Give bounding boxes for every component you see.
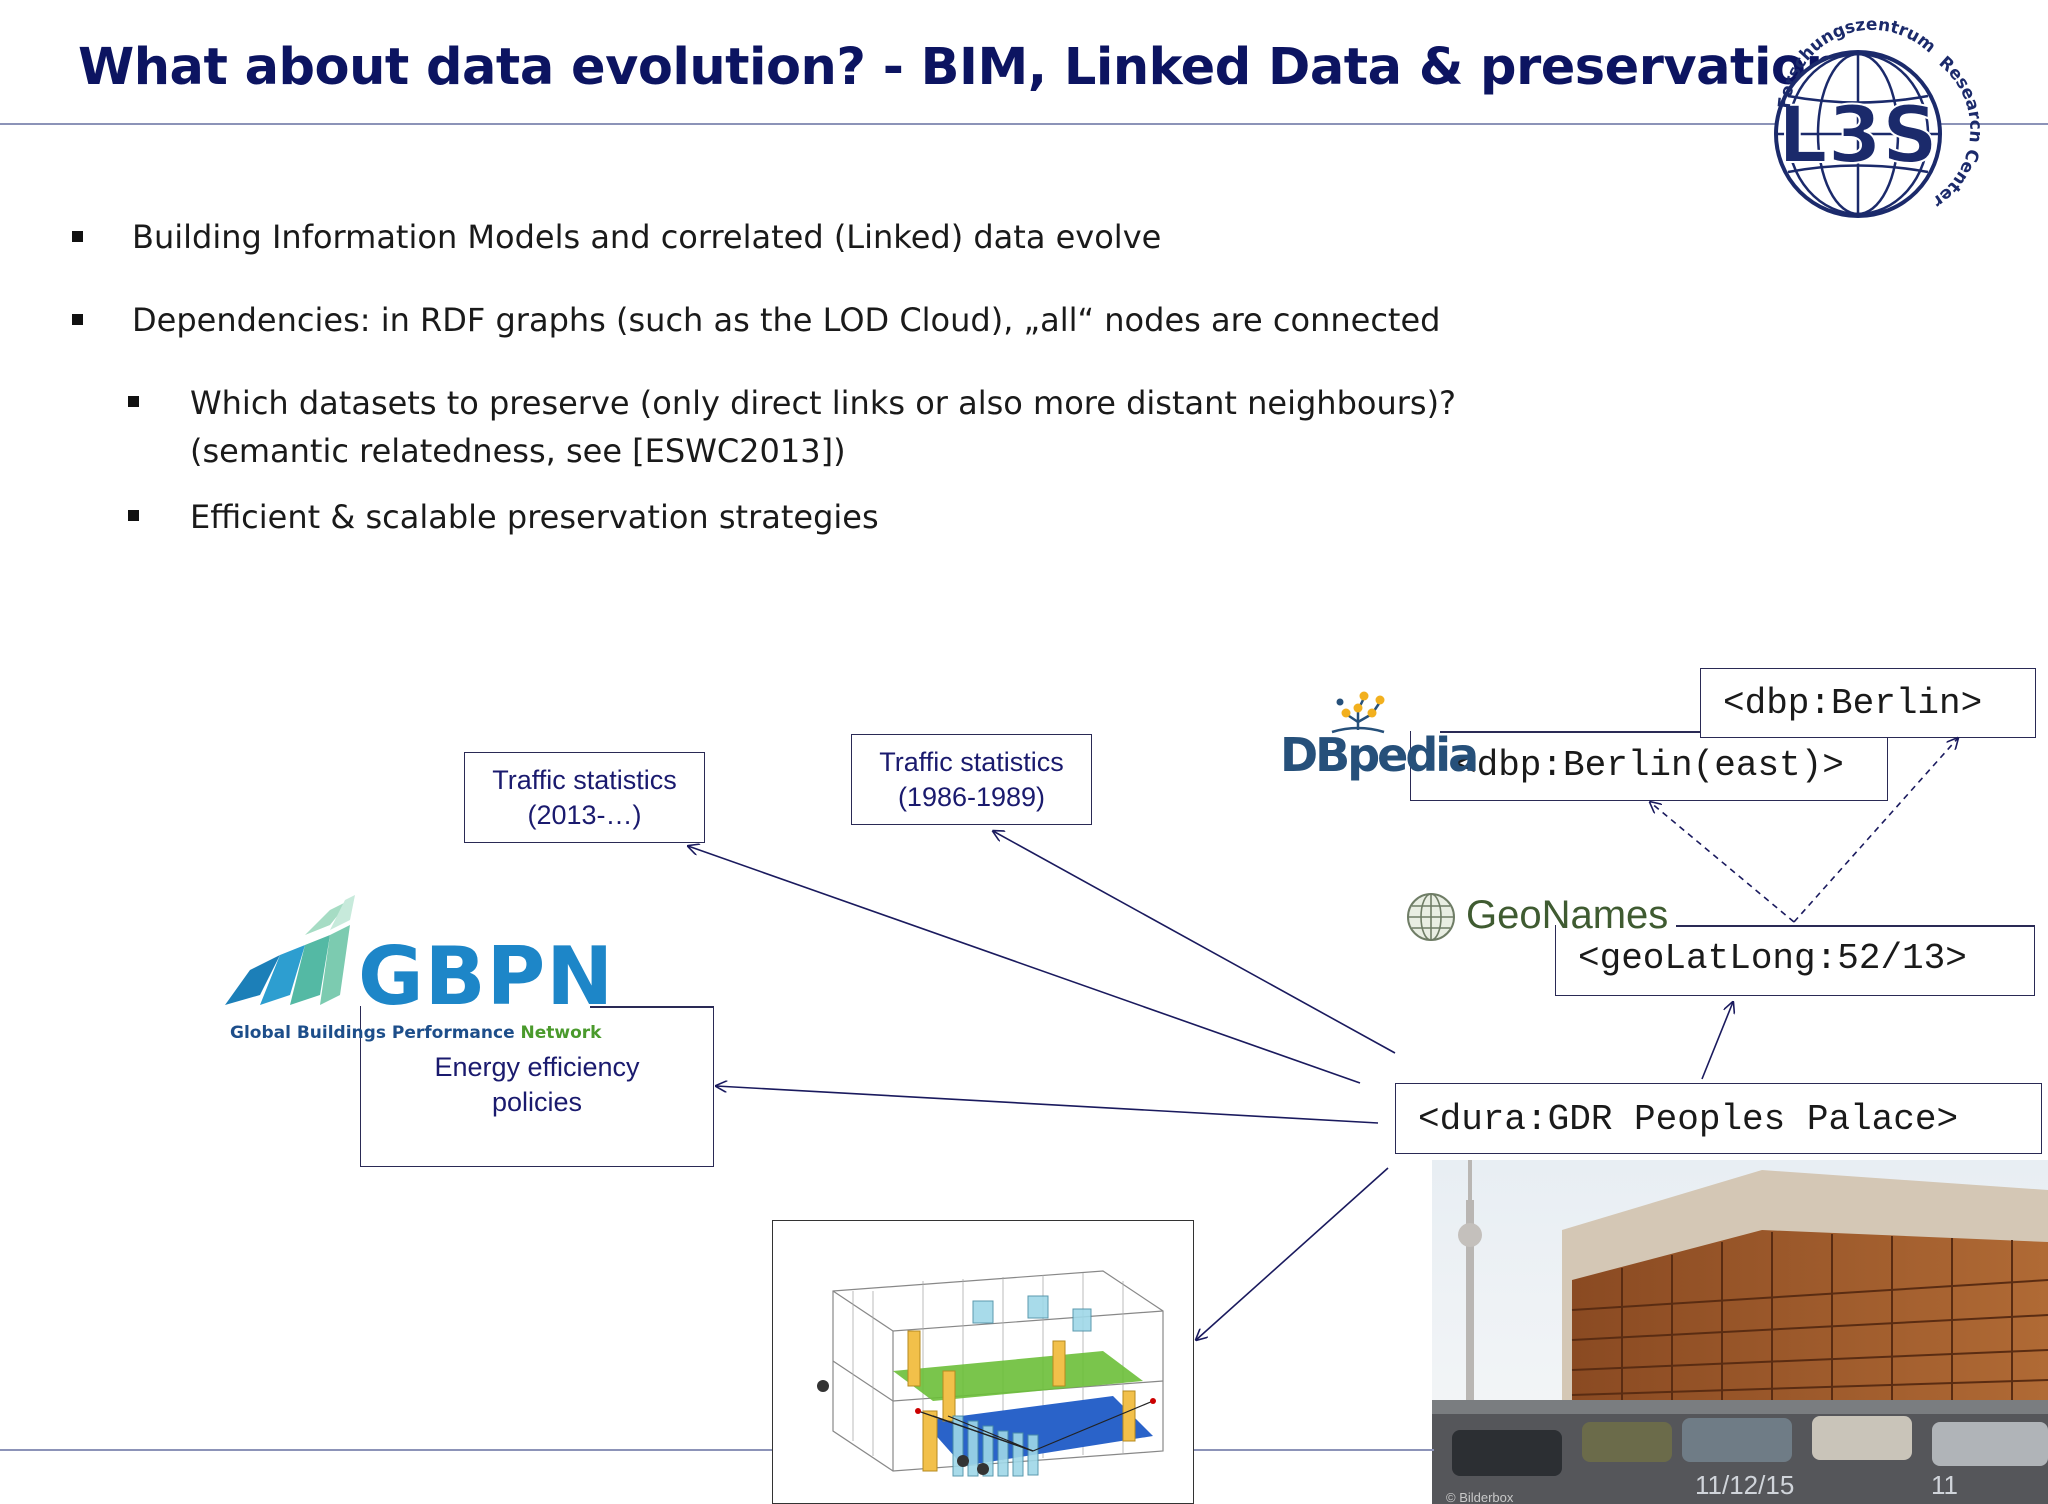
sub-bullet-2: Efficient & scalable preservation strate… xyxy=(190,498,879,536)
energy-box-top-edge xyxy=(590,1006,714,1008)
energy-efficiency-line2: policies xyxy=(491,1087,583,1117)
sub-bullet-marker xyxy=(128,396,139,407)
geo-latlong-label: <geoLatLong:52/13> xyxy=(1578,938,1967,979)
geo-latlong-top-edge xyxy=(1676,925,2035,927)
traffic-stats-2013-line2: (2013-…) xyxy=(527,800,642,830)
slide-title: What about data evolution? - BIM, Linked… xyxy=(78,38,1842,97)
dbp-berlin-east-top-edge xyxy=(1440,731,1700,733)
footer-date: 11/12/15 xyxy=(1695,1470,1795,1500)
energy-efficiency-line1: Energy efficiency xyxy=(434,1052,640,1082)
sub-bullet-1-line2: (semantic relatedness, see [ESWC2013]) xyxy=(190,432,846,470)
page-number: 11 xyxy=(1931,1470,1958,1500)
gbpn-subtitle-b: Network xyxy=(520,1023,602,1043)
photo-credit: © Bilderbox xyxy=(1446,1490,1514,1504)
sub-bullet-marker xyxy=(128,510,139,521)
geo-latlong-box: <geoLatLong:52/13> xyxy=(1555,925,2035,996)
dura-palace-box: <dura:GDR Peoples Palace> xyxy=(1395,1083,2042,1154)
gbpn-name: GBPN xyxy=(358,930,615,1023)
bullet-1: Building Information Models and correlat… xyxy=(132,218,1162,256)
dbp-berlin-label: <dbp:Berlin> xyxy=(1723,683,1983,724)
arrow-to-traffic-1986 xyxy=(993,831,1396,1054)
dbp-berlin-east-box: <dbp:Berlin(east)> xyxy=(1410,731,1888,801)
l3s-center-text: L3S xyxy=(1778,91,1938,181)
dura-palace-label: <dura:GDR Peoples Palace> xyxy=(1418,1099,1959,1140)
dbpedia-name: DBpedia xyxy=(1280,728,1479,782)
dbp-berlin-box: <dbp:Berlin> xyxy=(1700,668,2036,738)
geonames-logo: GeoNames xyxy=(1404,888,1684,948)
title-divider xyxy=(0,123,2048,125)
footer-divider xyxy=(0,1449,772,1451)
bullet-marker xyxy=(72,314,83,325)
traffic-stats-1986-box: Traffic statistics (1986-1989) xyxy=(851,734,1092,825)
sub-bullet-1-line1: Which datasets to preserve (only direct … xyxy=(190,384,1457,422)
bim-model-image xyxy=(772,1220,1194,1504)
arrow-to-energy xyxy=(716,1086,1379,1124)
bullet-2: Dependencies: in RDF graphs (such as the… xyxy=(132,301,1441,339)
traffic-stats-1986-line2: (1986-1989) xyxy=(897,782,1046,812)
traffic-stats-2013-line1: Traffic statistics xyxy=(492,765,677,795)
geonames-name: GeoNames xyxy=(1466,893,1669,937)
gbpn-logo: GBPN Global Buildings Performance Networ… xyxy=(220,895,613,1045)
arrow-to-geo-latlong xyxy=(1701,1002,1733,1080)
gbpn-subtitle: Global Buildings Performance Network xyxy=(230,1023,601,1043)
globe-icon xyxy=(1407,893,1455,941)
palace-photo xyxy=(1432,1160,2048,1504)
bullet-marker xyxy=(72,231,83,242)
arrow-to-traffic-2013 xyxy=(688,846,1361,1084)
l3s-logo: L3S Forschungszentrum Research Center xyxy=(1760,14,1985,234)
arrow-to-bim xyxy=(1196,1167,1389,1340)
dbp-berlin-east-label: <dbp:Berlin(east)> xyxy=(1455,745,1844,786)
traffic-stats-2013-box: Traffic statistics (2013-…) xyxy=(464,752,705,843)
traffic-stats-1986-line1: Traffic statistics xyxy=(879,747,1064,777)
energy-efficiency-box: Energy efficiency policies xyxy=(360,1006,714,1167)
gbpn-subtitle-a: Global Buildings Performance xyxy=(230,1023,521,1043)
dbpedia-logo: DBpedia xyxy=(1278,688,1479,788)
footer-divider xyxy=(1194,1449,1434,1451)
